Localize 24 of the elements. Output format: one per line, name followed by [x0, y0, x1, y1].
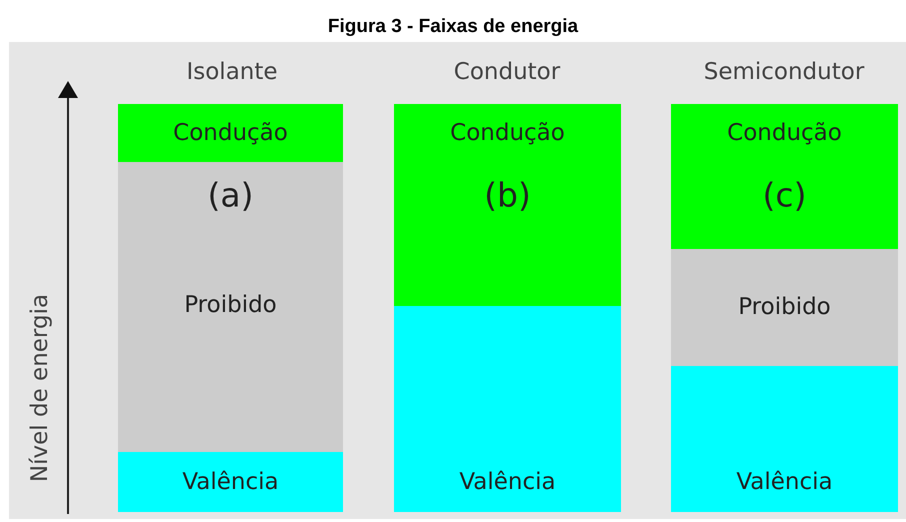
band-label: Valência [735, 469, 834, 495]
band-label: Condução [449, 120, 566, 146]
panel-letter: (a) [206, 176, 254, 214]
column-heading: Isolante [186, 59, 278, 85]
forbidden-band [118, 162, 343, 452]
column-heading: Condutor [454, 59, 560, 85]
band-label: Valência [181, 469, 280, 495]
band-label: Condução [172, 120, 289, 146]
valence-band [118, 452, 343, 512]
forbidden-band [671, 249, 898, 366]
valence-band [671, 366, 898, 512]
band-label: Condução [726, 120, 843, 146]
band-label: Valência [458, 469, 557, 495]
band-label: Proibido [183, 292, 278, 318]
band-label: Proibido [737, 294, 832, 320]
column-heading: Semicondutor [704, 59, 864, 85]
conduction-band [671, 104, 898, 249]
conduction-band [118, 104, 343, 162]
panel-letter: (b) [483, 176, 532, 214]
figure-title: Figura 3 - Faixas de energia [326, 16, 580, 38]
panel-letter: (c) [762, 176, 808, 214]
axis-label: Nível de energia [27, 294, 53, 482]
conduction-band [394, 104, 621, 306]
valence-band [394, 306, 621, 512]
